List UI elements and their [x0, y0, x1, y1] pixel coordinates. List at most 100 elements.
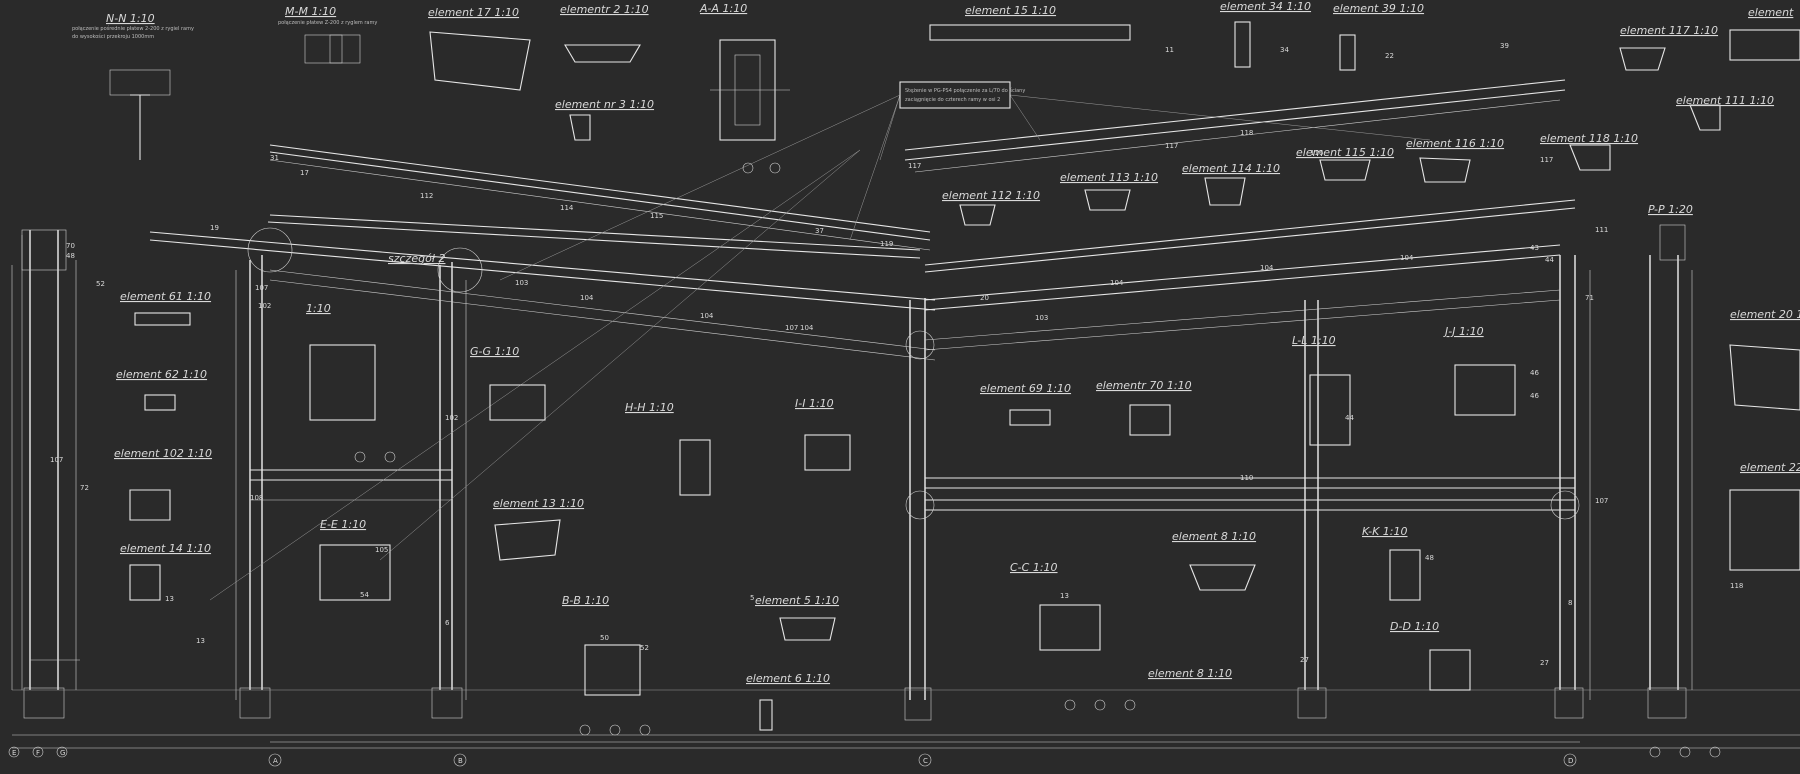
section-title: element 14 1:10 [120, 542, 211, 555]
section-title: element 102 1:10 [114, 447, 212, 460]
section-title: element 22 [1740, 461, 1800, 474]
note-text: zaciągnięcie do czterech ramy w osi 2 [905, 97, 1000, 103]
joint-details [247, 227, 1580, 520]
detail-shapes [109, 21, 1800, 731]
section-title: M-M 1:10 [285, 5, 336, 18]
part-number: 108 [250, 494, 263, 502]
part-numbers: 31 17 112 114 115 37 119 19 70 48 52 72 … [50, 42, 1743, 667]
section-title: element 13 1:10 [493, 497, 584, 510]
part-number: 102 [258, 302, 271, 310]
part-number: 107 [50, 456, 63, 464]
part-number: 103 [1035, 314, 1048, 322]
part-number: 37 [815, 227, 824, 235]
section-title: 1:10 [306, 302, 331, 315]
part-number: 118 [1240, 129, 1253, 137]
part-number: 104 [580, 294, 594, 302]
section-title: P-P 1:20 [1648, 203, 1693, 216]
dimension-lines [12, 689, 1800, 749]
part-number: 70 [66, 242, 75, 250]
part-number: 107 [785, 324, 798, 332]
part-number: 11 [1165, 46, 1174, 54]
note-text: połączenie płatew Z-200 z ryglem ramy [278, 20, 377, 26]
part-number: 118 [1730, 582, 1743, 590]
leader-lines [209, 94, 1431, 601]
axis-bubble [453, 753, 467, 767]
section-titles: N-N 1:10 M-M 1:10 element 17 1:10 elemen… [106, 0, 1800, 685]
section-title: element 5 1:10 [755, 594, 839, 607]
note-text: Stężenie w PG-PS4 połączenie za L/70 do … [905, 87, 1025, 94]
section-title: E-E 1:10 [320, 518, 366, 531]
portal-frame-right [904, 79, 1693, 721]
part-number: 104 [1400, 254, 1414, 262]
section-title: A-A 1:10 [699, 2, 747, 15]
part-number: 117 [1540, 156, 1553, 164]
detail-callout: szczegół 2 [388, 252, 445, 265]
part-number: 46 [1530, 369, 1539, 377]
section-title: C-C 1:10 [1010, 561, 1058, 574]
section-title: element 111 1:10 [1676, 94, 1774, 107]
section-title: element 61 1:10 [120, 290, 211, 303]
axis-bubble [1563, 753, 1577, 767]
section-title: element 39 1:10 [1333, 2, 1424, 15]
part-number: 22 [1385, 52, 1394, 60]
part-number: 72 [80, 484, 89, 492]
section-title: G-G 1:10 [470, 345, 519, 358]
part-number: 13 [196, 637, 205, 645]
part-number: 103 [515, 279, 528, 287]
part-number: 13 [165, 595, 174, 603]
section-title: H-H 1:10 [625, 401, 674, 414]
part-number: 115 [650, 212, 663, 220]
part-number: 48 [66, 252, 75, 260]
part-number: 119 [880, 240, 893, 248]
note-box-frame [899, 81, 1011, 109]
section-title: J-J 1:10 [1443, 325, 1484, 338]
section-title: element 113 1:10 [1060, 171, 1158, 184]
part-number: 107 [255, 284, 268, 292]
section-title: element 62 1:10 [116, 368, 207, 381]
grid-axis-labels: A B C D E F G [12, 749, 1573, 765]
section-title: element 112 1:10 [942, 189, 1040, 202]
section-title: elementr 2 1:10 [560, 3, 649, 16]
part-number: 13 [1060, 592, 1069, 600]
section-title: element 20 1:10 [1730, 308, 1800, 321]
part-number: 112 [420, 192, 433, 200]
part-number: 46 [1530, 392, 1539, 400]
axis-bubble [918, 753, 932, 767]
axis-label: C [923, 757, 928, 765]
axis-label: E [12, 749, 16, 757]
axis-label: G [60, 749, 65, 757]
section-title: element [1748, 6, 1794, 19]
note-text: do wysokości przekroju 1000mm [72, 33, 154, 40]
part-number: 31 [270, 154, 279, 162]
axis-label: F [36, 749, 40, 757]
portal-frame-left [11, 144, 936, 719]
section-title: elementr 70 1:10 [1096, 379, 1192, 392]
part-number: 104 [800, 324, 814, 332]
part-number: 20 [980, 294, 989, 302]
section-title: element 69 1:10 [980, 382, 1071, 395]
part-number: 52 [96, 280, 105, 288]
part-number: 5 [750, 594, 754, 602]
axis-label: A [273, 757, 278, 765]
section-title: element 17 1:10 [428, 6, 519, 19]
part-number: 39 [1500, 42, 1509, 50]
part-number: 6 [445, 619, 450, 627]
part-number: 71 [1585, 294, 1594, 302]
section-title: element 8 1:10 [1148, 667, 1232, 680]
part-number: 102 [445, 414, 458, 422]
part-number: 27 [1300, 656, 1309, 664]
section-title: element 115 1:10 [1296, 146, 1394, 159]
part-number: 117 [908, 162, 921, 170]
part-number: 116 [1310, 149, 1324, 157]
part-number: 27 [1540, 659, 1549, 667]
section-title: I-I 1:10 [795, 397, 834, 410]
section-title: element 118 1:10 [1540, 132, 1638, 145]
section-title: element nr 3 1:10 [555, 98, 654, 111]
part-number: 34 [1280, 46, 1289, 54]
part-number: 117 [1165, 142, 1178, 150]
part-number: 44 [1345, 414, 1354, 422]
part-number: 54 [360, 591, 369, 599]
part-number: 104 [1260, 264, 1274, 272]
